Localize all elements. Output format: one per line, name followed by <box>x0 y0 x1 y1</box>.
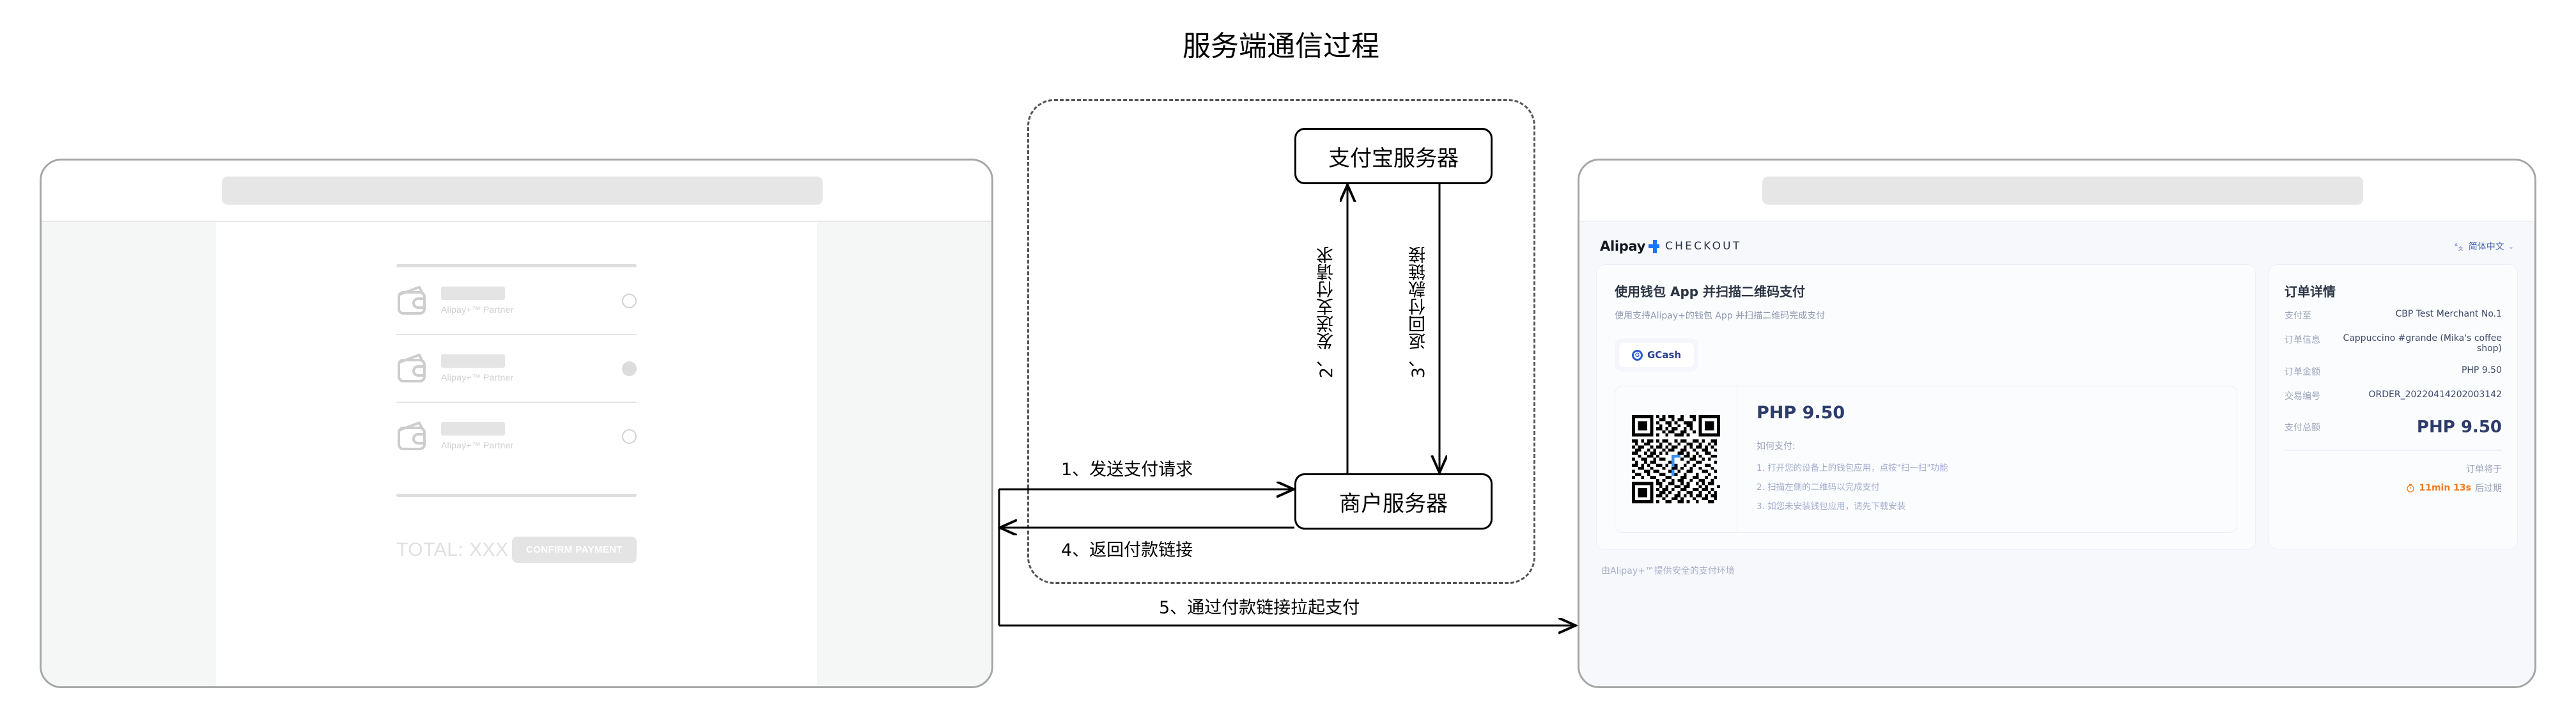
wallet-card-title: 使用钱包 App 并扫描二维码支付 <box>1615 284 1806 299</box>
order-total-label: TOTAL: XXX <box>396 539 509 560</box>
node-merchant-server: 商户服务器 <box>1294 473 1493 530</box>
order-key: 订单金额 <box>2285 367 2320 377</box>
checkout-footer: 由Alipay+™提供安全的支付环境 <box>1601 566 1735 576</box>
checkout-wordmark: CHECKOUT <box>1665 240 1742 253</box>
translate-icon: A 文 <box>2455 242 2463 251</box>
merchant-browser-window: Alipay+™ Partner Alipay+™ Partner <box>40 159 993 688</box>
payment-method-name-placeholder <box>441 354 505 368</box>
wallet-tab-list: G GCash <box>1615 338 2237 372</box>
gcash-logo-icon: G <box>1632 349 1643 361</box>
order-row-total: 支付总额 PHP 9.50 <box>2285 418 2502 437</box>
bottom-divider <box>396 494 637 497</box>
expiry-suffix: 后过期 <box>2475 483 2502 494</box>
checkout-header: Alipay CHECKOUT A 文 简体中文 ⌄ <box>1596 236 2518 254</box>
row-divider-2 <box>396 402 637 403</box>
payment-method-radio[interactable] <box>622 429 637 444</box>
wallet-icon <box>398 286 426 315</box>
order-key: 订单信息 <box>2285 335 2320 345</box>
order-row-amount: 订单金额 PHP 9.50 <box>2285 365 2502 378</box>
order-details-card: 订单详情 支付至 CBP Test Merchant No.1 订单信息 Cap… <box>2269 264 2518 549</box>
order-row-transaction-id: 交易编号 ORDER_20220414202003142 <box>2285 390 2502 402</box>
browser-chrome-bar <box>1579 161 2534 222</box>
order-card-title: 订单详情 <box>2285 284 2336 299</box>
wallet-tab-inner: G GCash <box>1619 343 1695 367</box>
order-total-value: PHP 9.50 <box>2416 418 2502 437</box>
edge-label-step3: 3、返回付款链接 <box>1409 246 1429 379</box>
edge-label-step2: 2、发送支付请求 <box>1317 246 1337 379</box>
payment-method-name-placeholder <box>441 422 505 436</box>
svg-text:A: A <box>2455 242 2458 248</box>
qr-code-svg <box>1632 415 1720 503</box>
wallet-tab-label: GCash <box>1647 349 1682 361</box>
merchant-page-body: Alipay+™ Partner Alipay+™ Partner <box>42 222 991 685</box>
edge-label-step1: 1、发送支付请求 <box>1061 460 1193 480</box>
qr-payment-panel: PHP 9.50 如何支付: 1. 打开您的设备上的钱包应用，点按"扫一扫"功能… <box>1615 386 2237 533</box>
wallet-icon <box>398 421 426 450</box>
payment-method-partner-label: Alipay+™ Partner <box>441 440 514 450</box>
order-row-payee: 支付至 CBP Test Merchant No.1 <box>2285 309 2502 322</box>
diagram-title: 服务端通信过程 <box>1183 30 1379 63</box>
qr-code-image[interactable] <box>1632 415 1720 503</box>
alipay-checkout-page: Alipay CHECKOUT A 文 简体中文 ⌄ 使用钱包 App 并扫描二… <box>1579 222 2534 685</box>
wallet-icon <box>398 354 426 382</box>
qr-amount: PHP 9.50 <box>1757 403 1845 423</box>
payment-method-radio[interactable] <box>622 293 637 308</box>
order-value: ORDER_20220414202003142 <box>2368 390 2502 400</box>
totals-row: TOTAL: XXX CONFIRM PAYMENT <box>396 537 637 563</box>
edge-label-step5: 5、通过付款链接拉起支付 <box>1159 598 1360 618</box>
order-value: Cappuccino #grande (Mika's coffee shop) <box>2343 333 2502 354</box>
howto-label: 如何支付: <box>1757 441 1796 452</box>
order-key: 支付至 <box>2285 311 2311 321</box>
order-value: CBP Test Merchant No.1 <box>2395 309 2502 319</box>
alipay-plus-icon <box>1649 239 1660 253</box>
timer-value: 11min 13s <box>2419 482 2471 493</box>
node-alipay-server: 支付宝服务器 <box>1294 128 1493 184</box>
order-total-key: 支付总额 <box>2285 423 2320 433</box>
edge-label-step4: 4、返回付款链接 <box>1061 540 1193 560</box>
svg-text:文: 文 <box>2458 246 2463 251</box>
order-row-description: 订单信息 Cappuccino #grande (Mika's coffee s… <box>2285 333 2502 354</box>
order-expiry-block: 订单将于 11min 13s 后过期 <box>2285 462 2502 494</box>
wallet-tab-gcash[interactable]: G GCash <box>1615 338 1699 372</box>
howto-step-1: 1. 打开您的设备上的钱包应用，点按"扫一扫"功能 <box>1757 463 1948 473</box>
payment-method-name-placeholder <box>441 287 505 300</box>
language-label: 简体中文 <box>2468 241 2504 251</box>
expiry-countdown: 11min 13s 后过期 <box>2285 482 2502 494</box>
stopwatch-icon <box>2407 484 2415 492</box>
payment-method-row-3[interactable]: Alipay+™ Partner <box>396 403 637 469</box>
alipay-wordmark: Alipay <box>1600 239 1646 254</box>
server-side-boundary <box>1027 99 1535 584</box>
payment-method-radio-selected[interactable] <box>622 361 637 376</box>
alipay-checkout-browser-window: Alipay CHECKOUT A 文 简体中文 ⌄ 使用钱包 App 并扫描二… <box>1578 159 2536 688</box>
howto-step-2: 2. 扫描左侧的二维码以完成支付 <box>1757 482 1880 492</box>
chevron-down-icon: ⌄ <box>2508 242 2514 251</box>
confirm-payment-button[interactable]: CONFIRM PAYMENT <box>511 537 637 563</box>
payment-method-partner-label: Alipay+™ Partner <box>441 372 514 382</box>
qr-instructions: PHP 9.50 如何支付: 1. 打开您的设备上的钱包应用，点按"扫一扫"功能… <box>1737 386 2237 532</box>
wallet-card-subtitle: 使用支持Alipay+的钱包 App 并扫描二维码完成支付 <box>1615 311 1826 321</box>
url-bar[interactable] <box>1762 177 2363 205</box>
payment-method-texts: Alipay+™ Partner <box>441 287 622 315</box>
howto-step-3: 3. 如您未安装钱包应用，请先下载安装 <box>1757 501 1906 512</box>
expiry-prefix: 订单将于 <box>2466 464 2502 475</box>
alipay-plus-logo: Alipay CHECKOUT <box>1600 239 1741 254</box>
payment-method-texts: Alipay+™ Partner <box>441 354 622 382</box>
row-divider-1 <box>396 334 637 335</box>
checkout-columns: 使用钱包 App 并扫描二维码支付 使用支持Alipay+的钱包 App 并扫描… <box>1596 264 2518 550</box>
qr-code-container <box>1615 386 1737 532</box>
top-divider <box>396 264 637 267</box>
order-value: PHP 9.50 <box>2461 365 2502 375</box>
order-divider <box>2285 450 2502 451</box>
payment-method-partner-label: Alipay+™ Partner <box>441 304 514 315</box>
browser-chrome-bar <box>42 161 991 222</box>
payment-method-row-1[interactable]: Alipay+™ Partner <box>396 267 637 334</box>
wallet-payment-card: 使用钱包 App 并扫描二维码支付 使用支持Alipay+的钱包 App 并扫描… <box>1596 264 2256 550</box>
merchant-content-column: Alipay+™ Partner Alipay+™ Partner <box>216 222 817 685</box>
order-key: 交易编号 <box>2285 391 2320 402</box>
payment-method-texts: Alipay+™ Partner <box>441 422 622 450</box>
payment-method-row-2[interactable]: Alipay+™ Partner <box>396 335 637 402</box>
language-selector[interactable]: A 文 简体中文 ⌄ <box>2455 240 2514 253</box>
url-bar[interactable] <box>222 177 823 205</box>
